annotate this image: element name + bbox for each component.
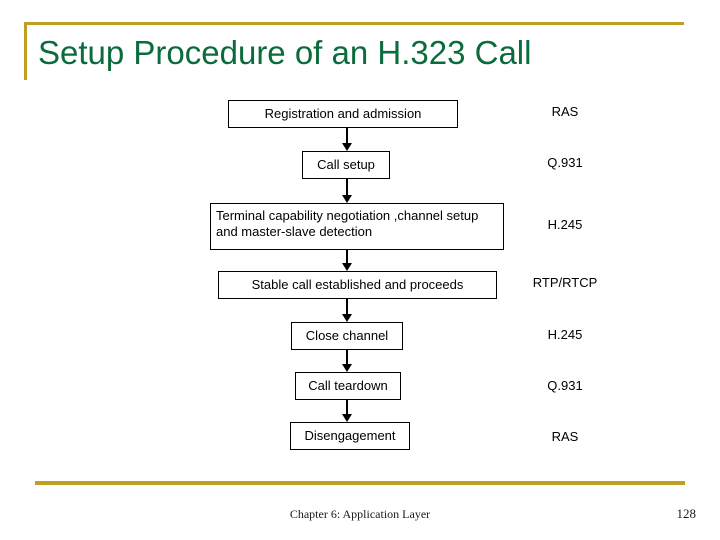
page-title: Setup Procedure of an H.323 Call [38,34,532,71]
flow-step-box: Disengagement [290,422,410,450]
footer-divider [35,481,685,485]
arrow-down-icon [342,414,352,422]
page-number: 128 [676,506,697,521]
flow-step-box: Call teardown [295,372,401,400]
protocol-label: Q.931 [547,378,583,393]
flow-connector [346,179,348,195]
arrow-down-icon [342,143,352,151]
title-accent-frame [24,22,684,80]
protocol-label: H.245 [547,217,583,232]
arrow-down-icon [342,314,352,322]
flow-connector [346,128,348,143]
flow-step-box: Stable call established and proceeds [218,271,497,299]
flow-connector [346,400,348,414]
flow-step-box: Close channel [291,322,403,350]
flow-step-label: Terminal capability negotiation ,channel… [216,208,479,239]
arrow-down-icon [342,263,352,271]
protocol-label: H.245 [547,327,583,342]
flow-step-box: Terminal capability negotiation ,channel… [210,203,504,250]
protocol-label: Q.931 [547,155,583,170]
flow-step-label: Call teardown [308,378,388,393]
flow-step-label: Registration and admission [264,106,422,121]
flow-connector [346,250,348,263]
flow-connector [346,350,348,364]
footer-caption: Chapter 6: Application Layer [289,507,431,521]
flow-step-label: Close channel [305,328,389,343]
protocol-label: RTP/RTCP [532,275,598,290]
protocol-label: RAS [551,429,579,444]
arrow-down-icon [342,364,352,372]
arrow-down-icon [342,195,352,203]
flow-step-label: Disengagement [304,428,396,443]
flow-step-box: Registration and admission [228,100,458,128]
protocol-label: RAS [551,104,579,119]
flow-step-label: Stable call established and proceeds [251,277,464,292]
flow-step-box: Call setup [302,151,390,179]
flow-connector [346,299,348,314]
flow-step-label: Call setup [317,157,375,172]
